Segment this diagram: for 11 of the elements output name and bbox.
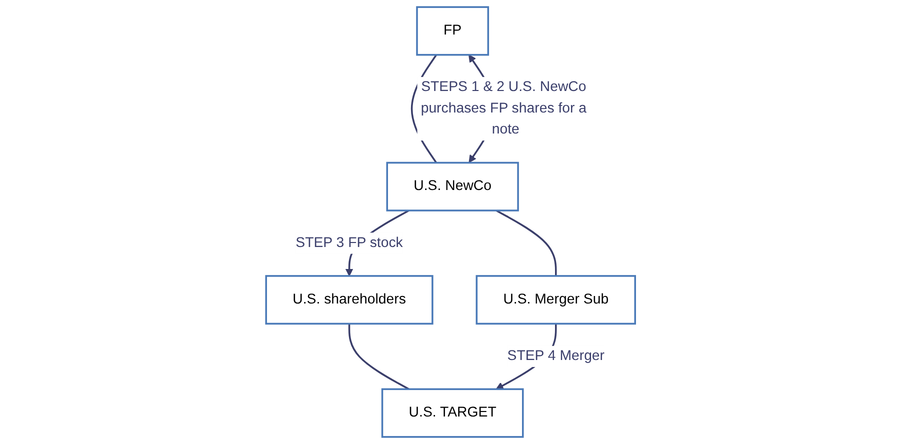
node-box: U.S. NewCo bbox=[386, 162, 519, 212]
connector bbox=[496, 210, 557, 276]
node-box: U.S. Merger Sub bbox=[476, 275, 636, 325]
edge-label: STEP 3 FP stock bbox=[296, 235, 403, 250]
connector bbox=[410, 54, 437, 164]
connector bbox=[348, 324, 410, 390]
node-box: FP bbox=[416, 6, 489, 56]
edge-label: STEPS 1 & 2 U.S. NewCo purchases FP shares for a note bbox=[420, 80, 586, 138]
edge-label: STEP 4 Merger bbox=[507, 348, 604, 364]
node-box: U.S. TARGET bbox=[381, 388, 524, 438]
node-box: U.S. shareholders bbox=[265, 275, 434, 325]
